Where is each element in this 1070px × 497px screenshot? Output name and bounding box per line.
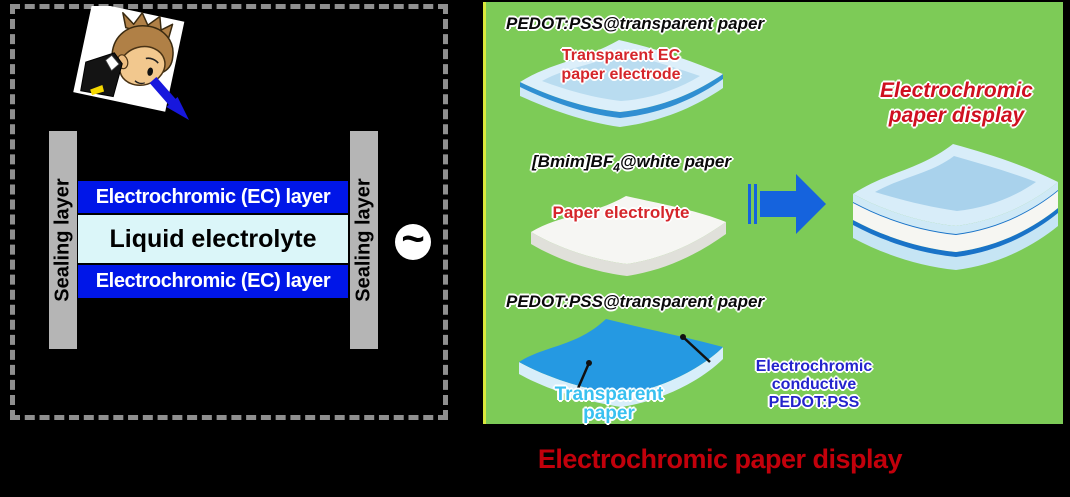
subscript-4: 4 xyxy=(613,160,620,175)
electrode-top-label: Transparent EC paper electrode xyxy=(541,46,701,84)
electrolyte-title: [Bmim]BF4@white paper xyxy=(532,152,731,175)
liquid-electrolyte-layer: Liquid electrolyte xyxy=(78,213,348,265)
assembly-arrow-icon xyxy=(748,174,826,234)
result-title-line2: paper display xyxy=(888,104,1025,127)
pedot-coating-label-line1: Electrochromic conductive xyxy=(755,358,873,393)
ec-paper-electrode-sheet xyxy=(520,40,723,127)
electrode-top-label-line2: paper electrode xyxy=(561,66,681,83)
sealing-layer-right-label: Sealing layer xyxy=(352,178,375,302)
pedot-coating-label: Electrochromic conductive PEDOT:PSS xyxy=(714,358,914,412)
view-direction-arrow-icon xyxy=(149,77,189,120)
transparent-paper-label: Transparent paper xyxy=(554,384,664,424)
figure-caption: Electrochromic paper display xyxy=(537,444,903,474)
electrode-top-label-line1: Transparent EC xyxy=(561,47,681,64)
fabrication-panel: PEDOT:PSS@transparent paper Transparent … xyxy=(483,2,1063,424)
electrode-top-title: PEDOT:PSS@transparent paper xyxy=(506,14,765,33)
sealing-layer-left: Sealing layer xyxy=(49,131,77,349)
ec-layer-bottom: Electrochromic (EC) layer xyxy=(78,265,348,298)
result-title-line1: Electrochromic xyxy=(880,79,1033,102)
sealing-layer-right: Sealing layer xyxy=(350,131,378,349)
pointer-pedot-coating xyxy=(682,336,711,363)
pedot-coating-label-line2: PEDOT:PSS xyxy=(768,394,860,411)
ec-layer-top: Electrochromic (EC) layer xyxy=(78,181,348,213)
sealing-layer-left-label: Sealing layer xyxy=(51,178,74,302)
pedot-sheet xyxy=(519,319,723,407)
paper-electrolyte-sheet xyxy=(531,196,726,276)
pointer-transparent-paper xyxy=(574,362,591,394)
person-peeking-icon xyxy=(73,6,189,120)
result-title: Electrochromic paper display xyxy=(854,78,1059,128)
ac-power-source-icon: ~ xyxy=(395,219,431,260)
dashed-border xyxy=(10,4,448,420)
electrode-bottom-title: PEDOT:PSS@transparent paper xyxy=(506,292,765,311)
stacked-display-sheet xyxy=(853,144,1058,270)
electrolyte-label: Paper electrolyte xyxy=(552,203,690,222)
